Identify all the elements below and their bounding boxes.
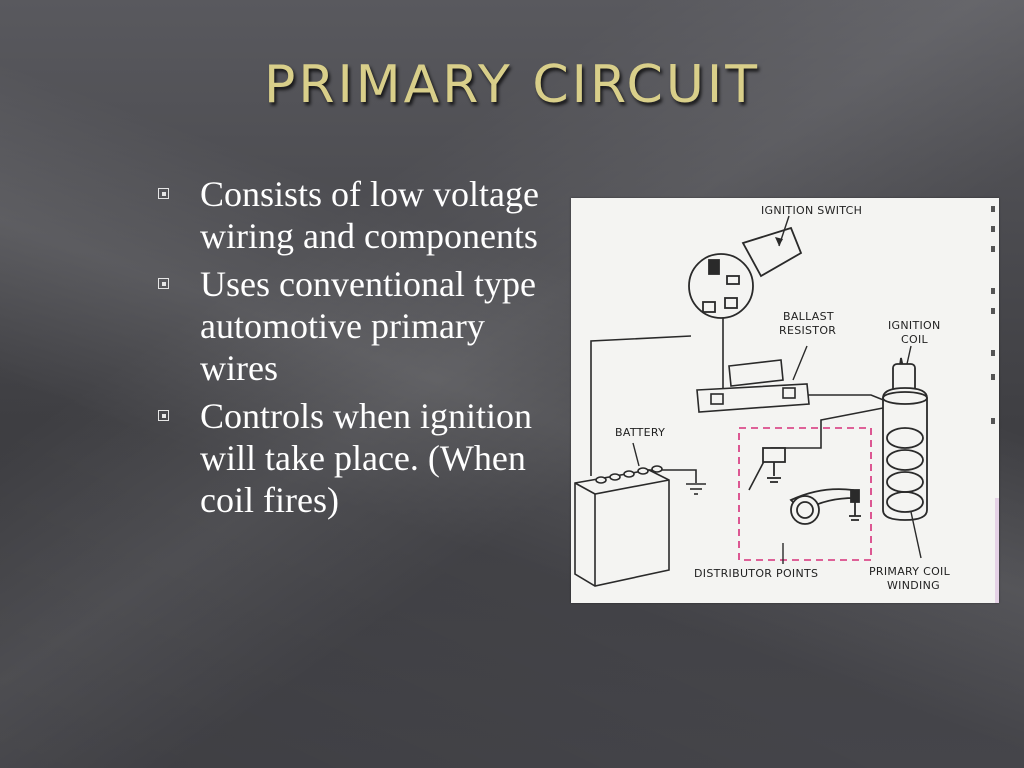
ignition-switch-shape <box>688 226 803 319</box>
label-coil-line1: IGNITION <box>888 319 941 332</box>
label-ignition-switch: IGNITION SWITCH <box>761 204 862 217</box>
square-bullet-icon <box>158 188 169 199</box>
diagram-svg: IGNITION SWITCH BALLAST RESISTOR IGNITIO… <box>574 204 999 603</box>
bullet-item: Consists of low voltage wiring and compo… <box>152 173 552 257</box>
battery-shape <box>574 465 670 587</box>
label-ballast-line2: RESISTOR <box>779 324 836 337</box>
label-ballast-line1: BALLAST <box>783 310 834 323</box>
distributor-dashed-box <box>738 427 872 561</box>
distributor-points-shape <box>762 447 861 525</box>
square-bullet-icon <box>158 410 169 421</box>
ignition-coil-shape <box>882 357 928 521</box>
label-distributor-points: DISTRIBUTOR POINTS <box>694 567 818 580</box>
bullet-item: Uses conventional type automotive primar… <box>152 263 552 389</box>
bullet-text: Controls when ignition will take place. … <box>200 396 532 520</box>
bullet-text: Uses conventional type automotive primar… <box>200 264 536 388</box>
square-bullet-icon <box>158 278 169 289</box>
ballast-resistor-shape <box>696 359 810 413</box>
slide-title: PRIMARY CIRCUIT <box>263 55 760 115</box>
label-primary-line2: WINDING <box>887 579 940 592</box>
bullet-list: Consists of low voltage wiring and compo… <box>152 173 552 527</box>
label-coil-line2: COIL <box>901 333 928 346</box>
ground-symbol <box>686 483 706 495</box>
clipped-page-edge <box>991 206 995 424</box>
label-primary-line1: PRIMARY COIL <box>869 565 951 578</box>
wire-switch-ballast <box>718 316 724 397</box>
bullet-item: Controls when ignition will take place. … <box>152 395 552 521</box>
ignition-circuit-diagram: IGNITION SWITCH BALLAST RESISTOR IGNITIO… <box>571 198 999 603</box>
bullet-text: Consists of low voltage wiring and compo… <box>200 174 539 256</box>
wire-switch-battery <box>590 335 692 476</box>
label-battery: BATTERY <box>615 426 665 439</box>
